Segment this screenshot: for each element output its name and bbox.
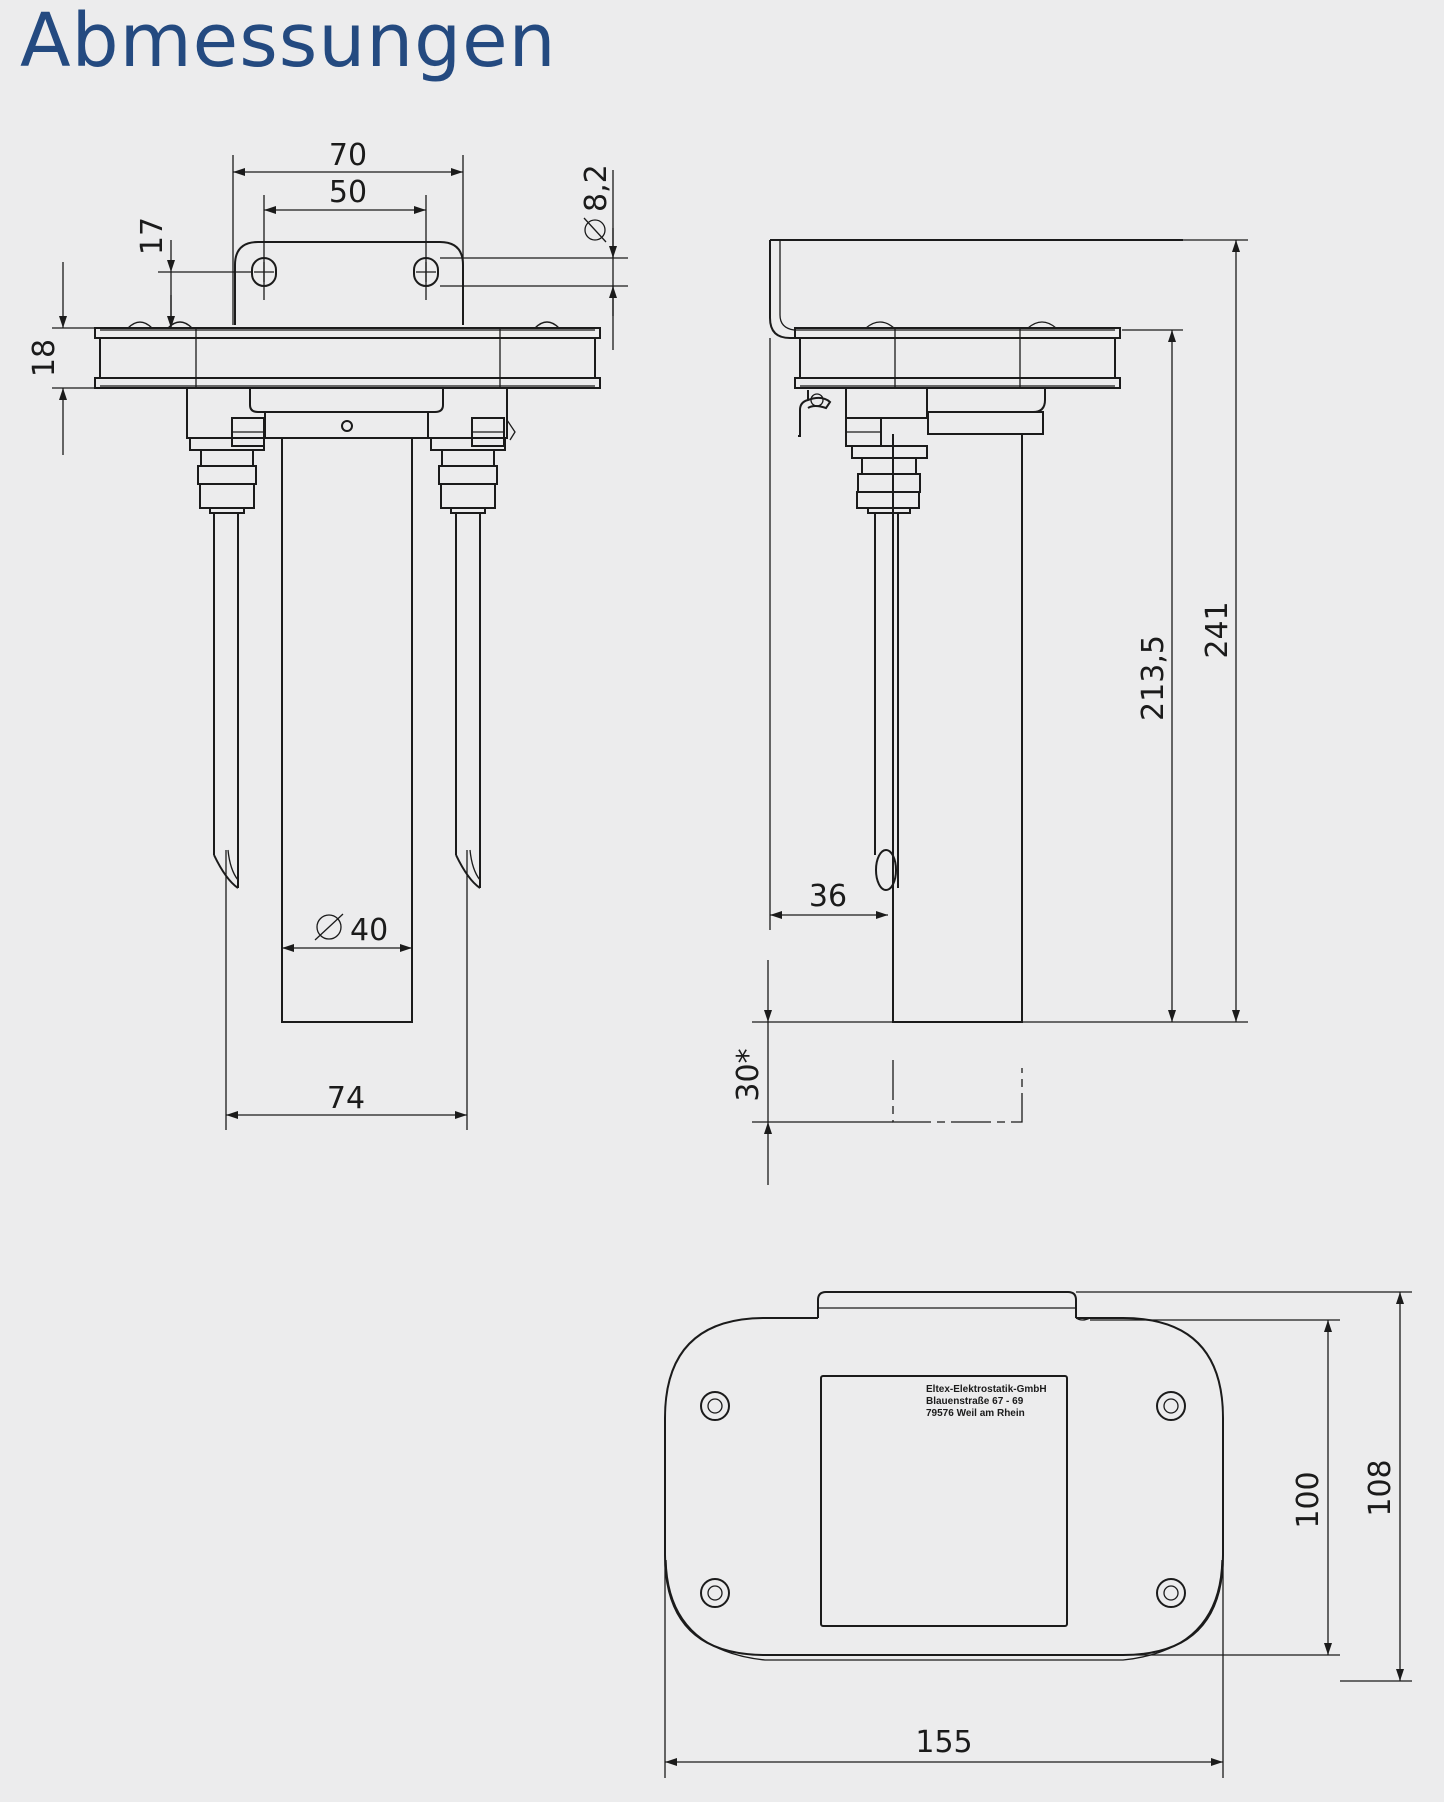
svg-text:8,2: 8,2	[579, 164, 614, 212]
front-housing	[186, 387, 508, 439]
side-cable-end	[875, 849, 897, 891]
dim-label-241: 241	[1200, 601, 1235, 658]
dim-label-36: 36	[809, 879, 847, 914]
front-screw	[341, 420, 353, 432]
top-view: Eltex-Elektrostatik-GmbH Blauenstraße 67…	[664, 1291, 1412, 1778]
side-flange	[794, 327, 1121, 389]
top-plate	[664, 1317, 1224, 1656]
nameplate-line-1: Eltex-Elektrostatik-GmbH	[926, 1384, 1047, 1395]
nameplate-line-2: Blauenstraße 67 - 69	[926, 1396, 1024, 1407]
dim-label-100: 100	[1291, 1471, 1326, 1528]
side-view: 36 213,5 241 30*	[731, 239, 1248, 1185]
diameter-symbol-icon	[584, 219, 606, 241]
front-bracket	[234, 241, 464, 325]
nameplate	[820, 1375, 1068, 1627]
nameplate-line-3: 79576 Weil am Rhein	[926, 1408, 1025, 1419]
svg-text:40: 40	[350, 913, 388, 948]
top-screw-tl	[700, 1391, 730, 1421]
top-screw-br	[1156, 1578, 1186, 1608]
dim-label-18: 18	[27, 339, 62, 377]
top-screw-tr	[1156, 1391, 1186, 1421]
front-cable-gland-right	[430, 437, 506, 889]
dim-label-213-5: 213,5	[1136, 635, 1171, 721]
side-cable-gland	[851, 445, 928, 891]
dim-label-40: 40	[314, 913, 388, 948]
dim-label-17: 17	[135, 217, 170, 255]
dim-label-8-2: 8,2	[579, 164, 614, 243]
dim-label-50: 50	[329, 175, 367, 210]
dim-label-70: 70	[329, 138, 367, 173]
front-cup	[249, 388, 444, 413]
side-tube	[892, 434, 1023, 1023]
front-view: 70 50 8,2 17 18 40	[27, 138, 628, 1130]
side-housing	[845, 388, 928, 419]
dim-label-108: 108	[1363, 1459, 1398, 1516]
top-bracket-tab	[817, 1291, 1077, 1318]
front-tube	[281, 438, 413, 1023]
page-title: Abmessungen	[20, 0, 557, 84]
front-cable-gland-left	[189, 437, 265, 889]
dim-label-155: 155	[915, 1725, 972, 1760]
dim-label-74: 74	[327, 1081, 365, 1116]
diameter-symbol-icon	[316, 914, 342, 940]
side-tube-extension	[892, 1060, 1023, 1123]
top-screw-bl	[700, 1578, 730, 1608]
front-flange	[94, 327, 601, 389]
dim-label-30: 30*	[731, 1048, 766, 1101]
